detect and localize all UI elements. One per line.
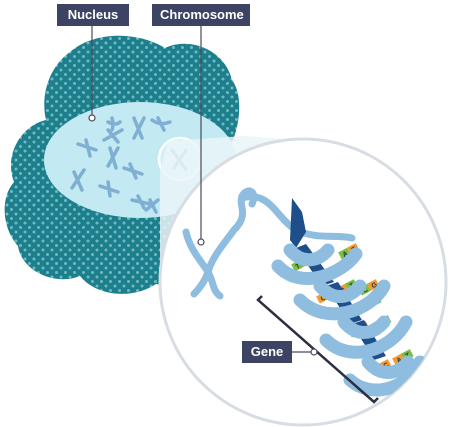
callout-dots	[88, 114, 318, 356]
gene-label: Gene	[242, 341, 292, 363]
base-pair-left-11: A	[396, 356, 404, 365]
base-pair-right-6: G	[371, 281, 380, 290]
base-pair-left-4: G	[320, 294, 329, 303]
nucleus-chromosomes	[70, 116, 172, 214]
nucleus-label: Nucleus	[57, 4, 129, 26]
dna-backbone	[271, 243, 427, 397]
base-pair-left-6: C	[362, 286, 370, 295]
dna-dark-strand	[290, 198, 306, 248]
callout-lines	[91, 26, 312, 353]
chromosome-label: Chromosome	[152, 4, 250, 26]
base-pair-left-1: T	[295, 262, 303, 271]
base-pair-left-3: A	[342, 250, 350, 259]
